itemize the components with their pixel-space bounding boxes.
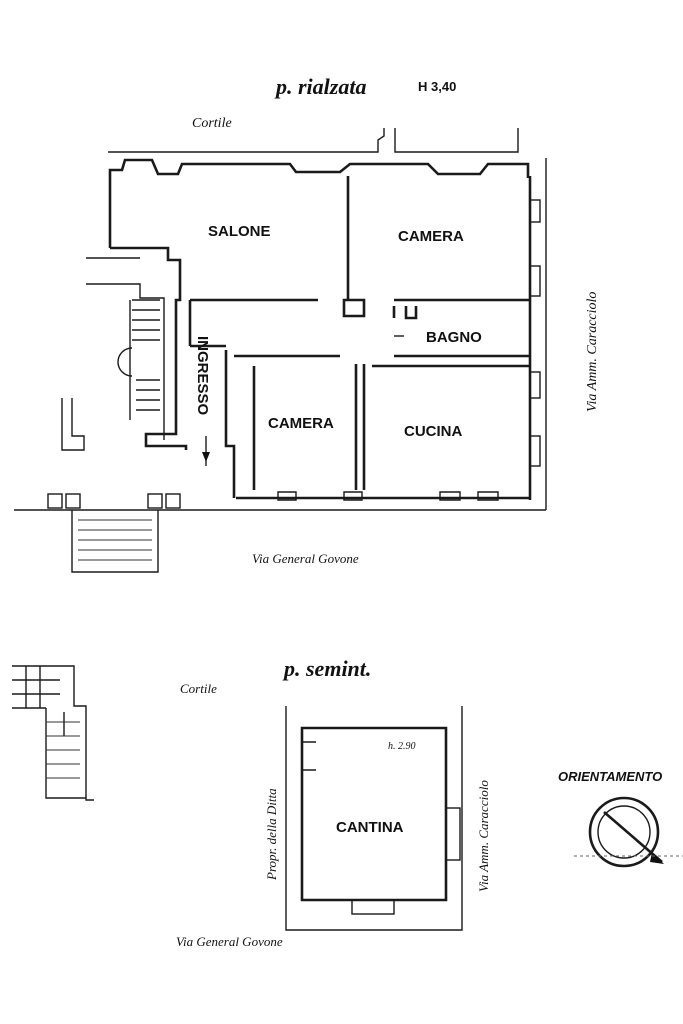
ingresso-east-wall bbox=[224, 350, 236, 498]
basement-street-bottom: Via General Govone bbox=[176, 934, 283, 949]
ground-street-bottom: Via General Govone bbox=[252, 551, 359, 566]
south-window-1 bbox=[277, 491, 297, 501]
basement-height: h. 2.90 bbox=[388, 741, 416, 752]
ground-floor-plan: p. rialzata H 3,40 Cortile bbox=[14, 74, 600, 573]
basement-street-right: Via Amm. Caracciolo bbox=[476, 780, 491, 892]
east-window-2 bbox=[529, 265, 541, 297]
staircase-basement bbox=[12, 665, 94, 801]
basement-title: p. semint. bbox=[282, 656, 371, 681]
cantina-walls bbox=[300, 726, 448, 902]
south-window-2 bbox=[343, 491, 363, 501]
basement-neighbor-label: Propr. della Ditta bbox=[264, 788, 279, 881]
cantina-south-window bbox=[351, 899, 395, 915]
room-cantina: CANTINA bbox=[336, 819, 404, 836]
ground-floor-title: p. rialzata bbox=[274, 74, 366, 99]
ingresso-inner-wall bbox=[188, 300, 226, 348]
entrance-arrow-icon bbox=[202, 452, 210, 462]
camera-cucina-divider bbox=[354, 364, 366, 490]
basement-plan: p. semint. Cortile h. 2.90 CANTINA Propr… bbox=[12, 656, 491, 949]
bagno-door-jamb bbox=[404, 306, 418, 320]
ground-floor-height: H 3,40 bbox=[418, 79, 456, 94]
east-window-4 bbox=[529, 435, 541, 467]
west-wall bbox=[110, 246, 188, 450]
basement-courtyard-label: Cortile bbox=[180, 681, 217, 696]
cantina-east-window bbox=[445, 807, 461, 861]
room-ingresso: INGRESSO bbox=[194, 336, 211, 416]
east-window-3 bbox=[529, 371, 541, 399]
courtyard-boundary-right bbox=[394, 128, 519, 153]
room-salone: SALONE bbox=[208, 223, 271, 240]
east-window-1 bbox=[529, 199, 541, 223]
ground-street-right: Via Amm. Caracciolo bbox=[585, 292, 600, 412]
basement-property-line bbox=[285, 706, 463, 931]
ground-courtyard-label: Cortile bbox=[192, 116, 232, 131]
staircase-west bbox=[61, 257, 165, 451]
compass-outer-circle bbox=[588, 796, 660, 868]
compass-arrow-icon bbox=[650, 852, 664, 864]
orientation-compass: ORIENTAMENTO bbox=[558, 769, 683, 868]
column bbox=[342, 298, 366, 318]
north-wall bbox=[108, 158, 530, 248]
room-cucina: CUCINA bbox=[404, 423, 462, 440]
south-window-3 bbox=[439, 491, 461, 501]
cantina-door bbox=[302, 741, 316, 771]
room-camera-bottom: CAMERA bbox=[268, 415, 334, 432]
room-camera-top: CAMERA bbox=[398, 228, 464, 245]
compass-inner-circle bbox=[597, 805, 651, 859]
room-bagno: BAGNO bbox=[426, 329, 482, 346]
entrance-steps bbox=[47, 493, 181, 573]
orientation-label: ORIENTAMENTO bbox=[558, 769, 662, 784]
courtyard-boundary-left bbox=[108, 128, 385, 153]
south-window-4 bbox=[477, 491, 499, 501]
